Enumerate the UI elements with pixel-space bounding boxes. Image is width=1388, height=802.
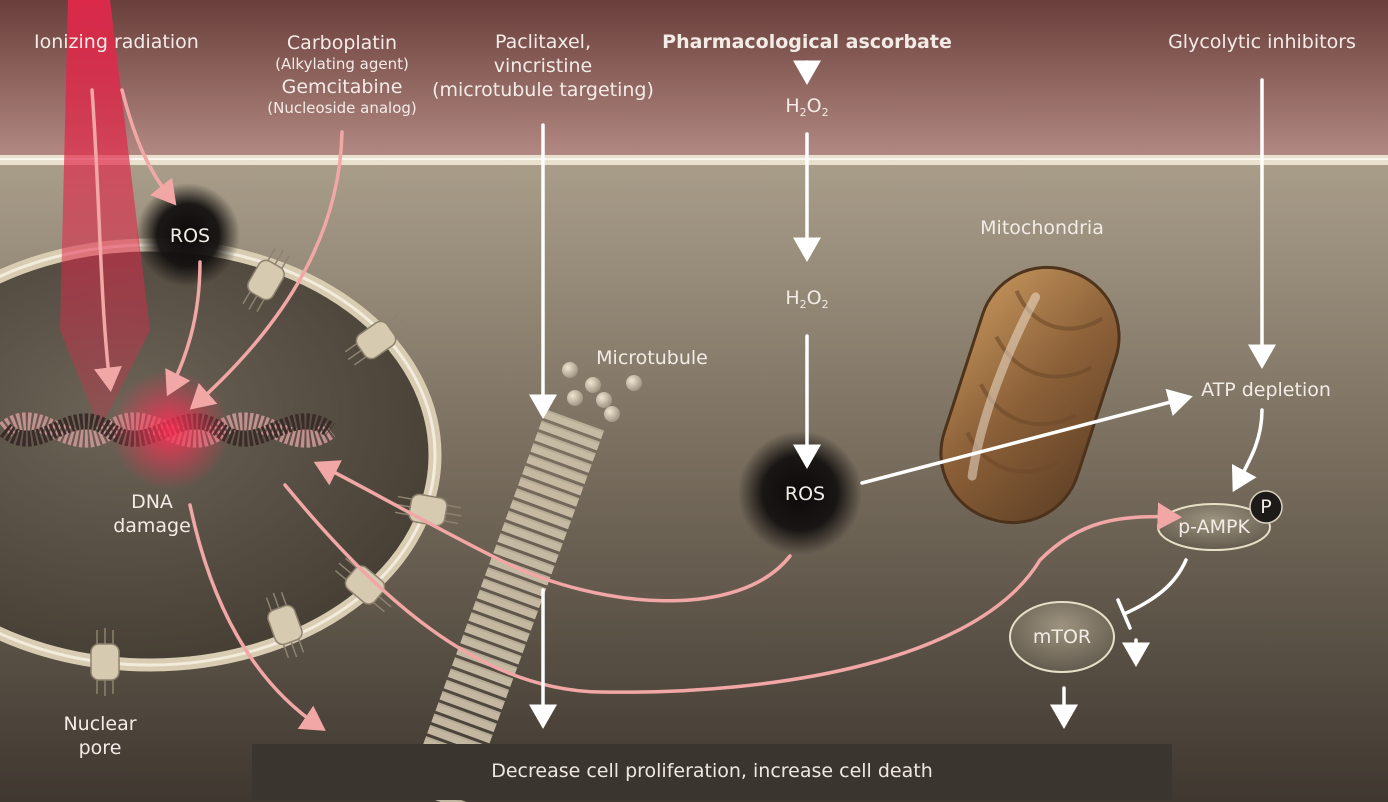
outcome-bar: Decrease cell proliferation, increase ce… (252, 744, 1172, 800)
label-pharmacological-ascorbate: Pharmacological ascorbate (662, 32, 952, 53)
label-microtubule: Microtubule (596, 348, 708, 369)
label-glycolytic-inhibitors: Glycolytic inhibitors (1168, 32, 1356, 53)
outcome-text: Decrease cell proliferation, increase ce… (252, 760, 1172, 782)
label-nucleoside-analog: (Nucleoside analog) (267, 100, 417, 117)
label-damage: damage (113, 516, 191, 537)
label-ionizing-radiation: Ionizing radiation (34, 32, 199, 53)
label-p-ampk: p-AMPK (1178, 517, 1250, 538)
label-h2o2-extracellular: H2O2 (785, 96, 828, 119)
label-paclitaxel: Paclitaxel, (495, 32, 591, 53)
label-pore: pore (79, 738, 122, 759)
label-phospho: P (1260, 497, 1271, 518)
label-vincristine: vincristine (494, 56, 592, 77)
label-dna: DNA (131, 492, 173, 513)
label-gemcitabine: Gemcitabine (282, 77, 403, 98)
label-mtor: mTOR (1033, 627, 1091, 648)
label-nuclear: Nuclear (63, 714, 136, 735)
extracellular-region (0, 0, 1388, 160)
label-alkylating-agent: (Alkylating agent) (275, 56, 409, 73)
label-mitochondria: Mitochondria (980, 218, 1104, 239)
label-microtubule-targeting: (microtubule targeting) (432, 80, 654, 101)
label-h2o2-intracellular: H2O2 (785, 288, 828, 311)
label-ros-cytoplasm: ROS (785, 484, 825, 505)
label-ros-nucleus: ROS (170, 226, 210, 247)
label-carboplatin: Carboplatin (287, 33, 397, 54)
label-atp-depletion: ATP depletion (1201, 380, 1331, 401)
